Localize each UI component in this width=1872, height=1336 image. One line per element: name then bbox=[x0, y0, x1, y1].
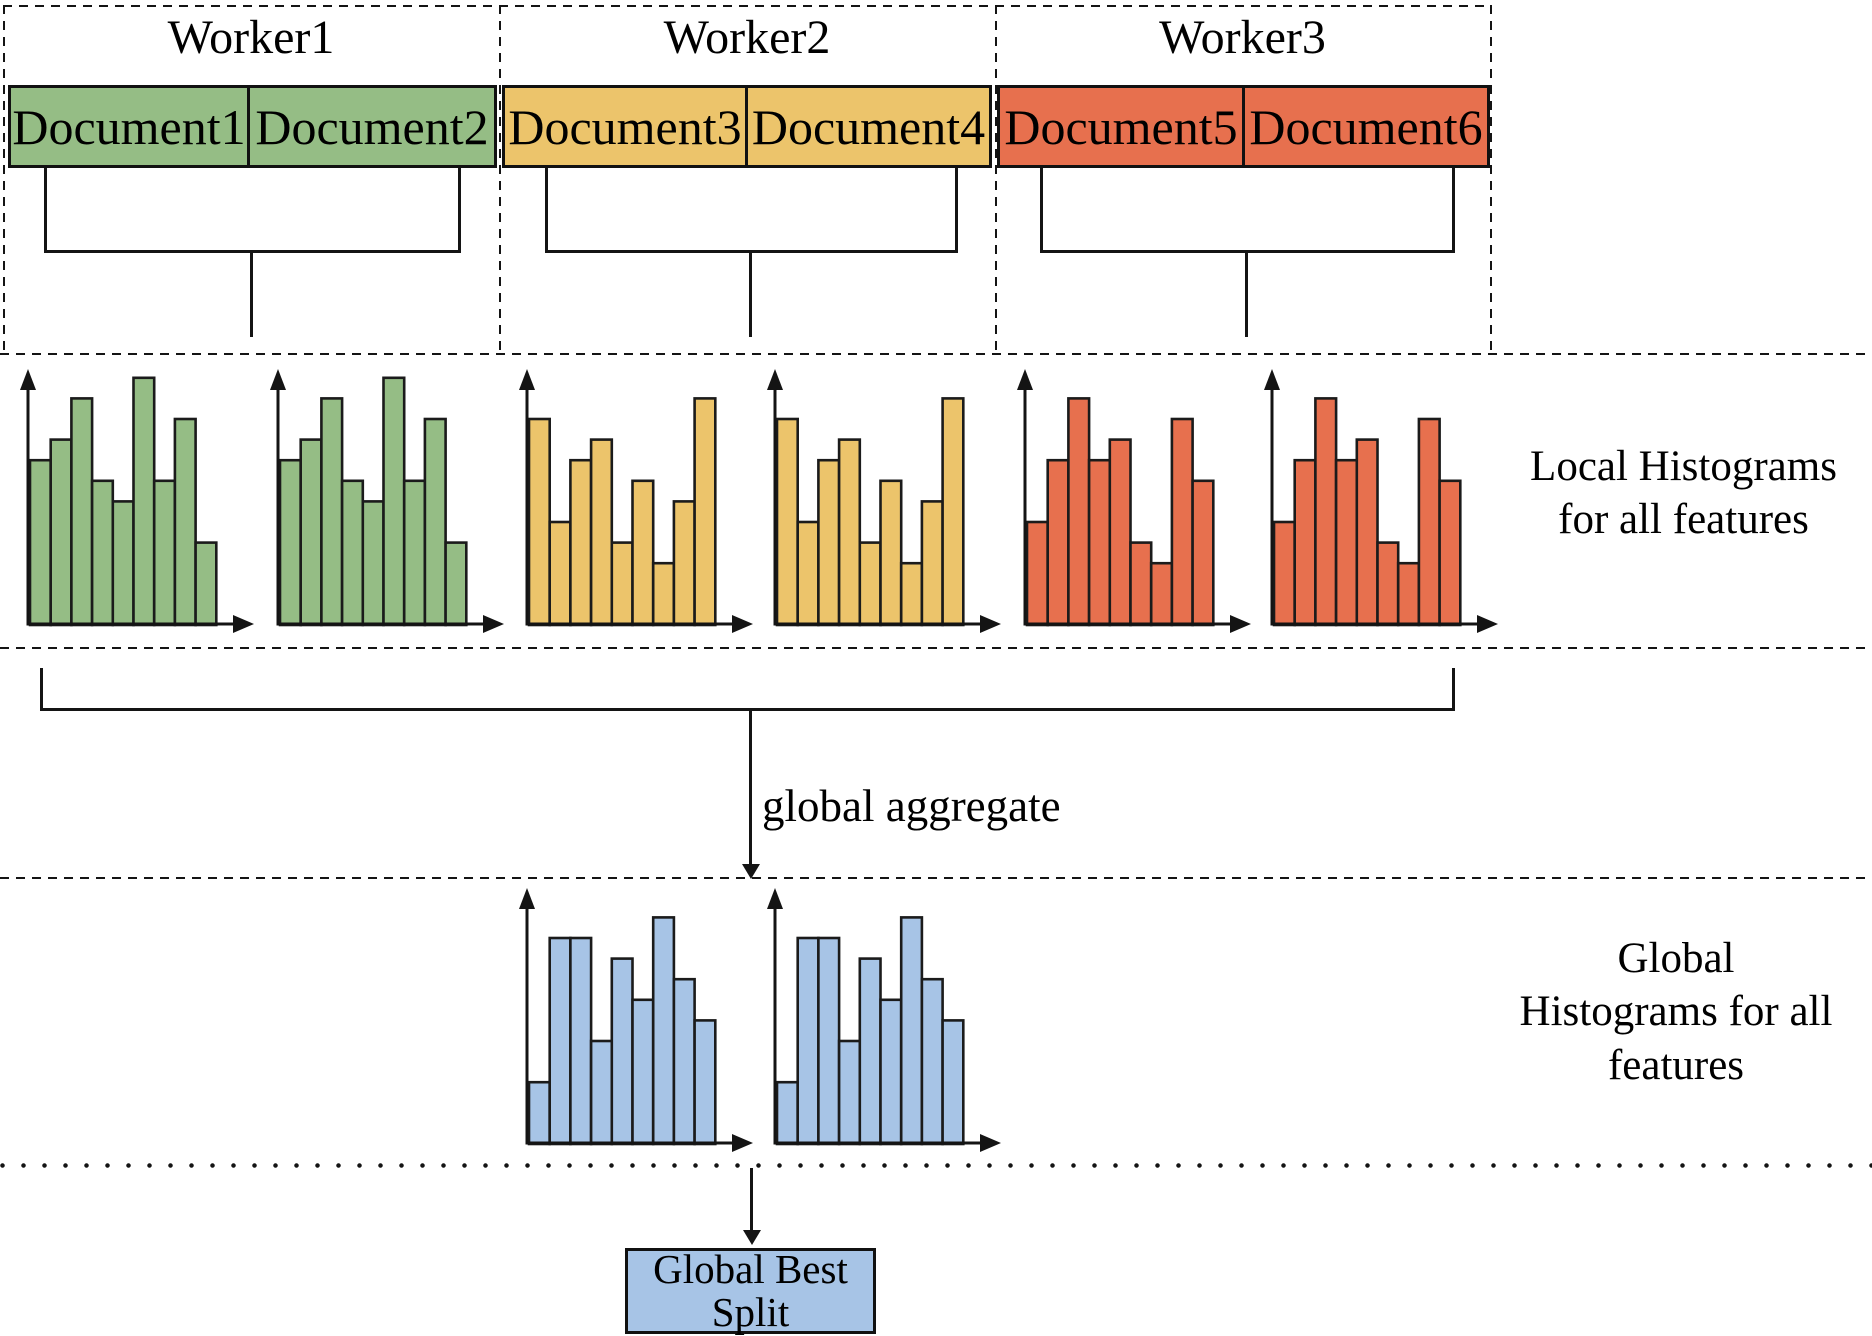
document1-label: Document1 bbox=[12, 98, 246, 155]
separator-dashed-local-aggregate bbox=[0, 647, 1872, 649]
local-histogram-worker1-doc2 bbox=[268, 367, 508, 633]
local-histograms-label-line1: Local Histograms bbox=[1530, 443, 1837, 490]
local-histogram-worker3-doc5 bbox=[1015, 367, 1255, 633]
global-histograms-label: Global Histograms for all features bbox=[1480, 932, 1872, 1092]
local-histograms-label: Local Histograms for all features bbox=[1495, 440, 1872, 547]
document5-label: Document5 bbox=[1004, 98, 1238, 155]
global-histograms-label-line2: Histograms for all bbox=[1519, 988, 1833, 1036]
global-histograms-label-line1: Global bbox=[1617, 935, 1735, 982]
worker-region-divider-left bbox=[3, 5, 5, 353]
separator-dotted-global-split bbox=[0, 1163, 1872, 1168]
worker1-label: Worker1 bbox=[167, 11, 335, 64]
document1-box: Document1 bbox=[8, 85, 250, 168]
document6-label: Document6 bbox=[1249, 98, 1483, 155]
global-histogram-1 bbox=[517, 886, 757, 1152]
worker-regions-top-border bbox=[3, 5, 1492, 7]
global-aggregate-label: global aggregate bbox=[762, 781, 1061, 831]
document2-box: Document2 bbox=[247, 85, 497, 168]
separator-dashed-workers-local bbox=[0, 353, 1872, 355]
global-histograms-label-line3: features bbox=[1607, 1041, 1745, 1089]
local-histograms-label-line2: for all features bbox=[1558, 496, 1809, 544]
worker-region-divider-1-2 bbox=[499, 5, 501, 353]
worker2-label: Worker2 bbox=[663, 11, 831, 64]
global-best-split-label-line2: Split bbox=[711, 1289, 790, 1335]
global-best-split-label-line1: Global Best bbox=[653, 1246, 848, 1292]
document3-label: Document3 bbox=[508, 98, 742, 155]
worker-region-divider-right bbox=[1490, 5, 1492, 353]
worker-region-divider-2-3 bbox=[995, 5, 997, 353]
document3-box: Document3 bbox=[502, 85, 748, 168]
local-histogram-worker2-doc3 bbox=[517, 367, 757, 633]
local-histogram-worker2-doc4 bbox=[765, 367, 1005, 633]
global-histogram-2 bbox=[765, 886, 1005, 1152]
document4-box: Document4 bbox=[745, 85, 992, 168]
document4-label: Document4 bbox=[751, 98, 986, 155]
local-histogram-worker1-doc1 bbox=[18, 367, 258, 633]
separator-dashed-aggregate-global bbox=[0, 877, 1872, 879]
global-best-split-box: Global Best Split bbox=[625, 1248, 876, 1334]
worker3-label: Worker3 bbox=[1159, 11, 1326, 64]
local-histogram-worker3-doc6 bbox=[1262, 367, 1502, 633]
document2-label: Document2 bbox=[255, 98, 489, 155]
document6-box: Document6 bbox=[1242, 85, 1490, 168]
document5-box: Document5 bbox=[997, 85, 1245, 168]
